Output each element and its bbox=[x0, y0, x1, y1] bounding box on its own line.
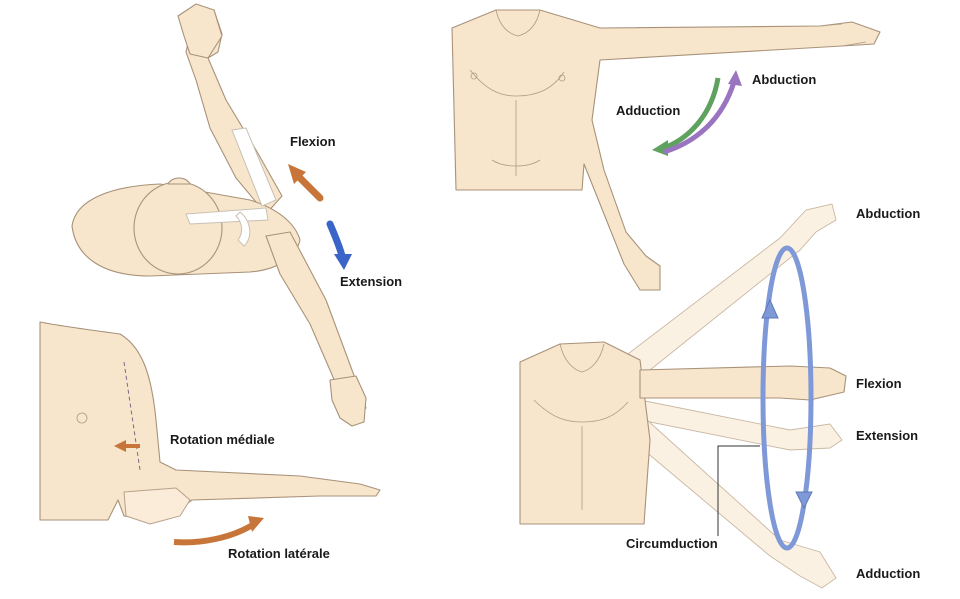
extension-arrow bbox=[326, 220, 352, 270]
label-rotation-laterale: Rotation latérale bbox=[228, 546, 330, 561]
rotation-laterale-arrow bbox=[173, 516, 264, 546]
label-adduction-top: Adduction bbox=[616, 103, 681, 118]
panel-flexion-extension bbox=[71, 3, 367, 427]
panel-rotation bbox=[39, 321, 381, 525]
label-extension-top: Extension bbox=[340, 274, 403, 289]
circumduction-leader-line bbox=[717, 445, 760, 536]
label-abduction-right: Abduction bbox=[856, 206, 921, 221]
circumduction-arrow bbox=[760, 245, 814, 551]
label-flexion-top: Flexion bbox=[290, 134, 336, 149]
label-flexion-right: Flexion bbox=[856, 376, 902, 391]
label-adduction-right: Adduction bbox=[856, 566, 921, 581]
label-abduction-top: Abduction bbox=[752, 72, 817, 87]
flexion-arrow bbox=[288, 164, 324, 202]
label-circumduction: Circumduction bbox=[626, 536, 718, 551]
label-extension-right: Extension bbox=[856, 428, 919, 443]
rotation-mediale-arrow bbox=[114, 440, 140, 452]
panel-abduction-adduction bbox=[451, 9, 881, 291]
label-rotation-mediale: Rotation médiale bbox=[170, 432, 275, 447]
abduction-arrow bbox=[663, 70, 742, 155]
